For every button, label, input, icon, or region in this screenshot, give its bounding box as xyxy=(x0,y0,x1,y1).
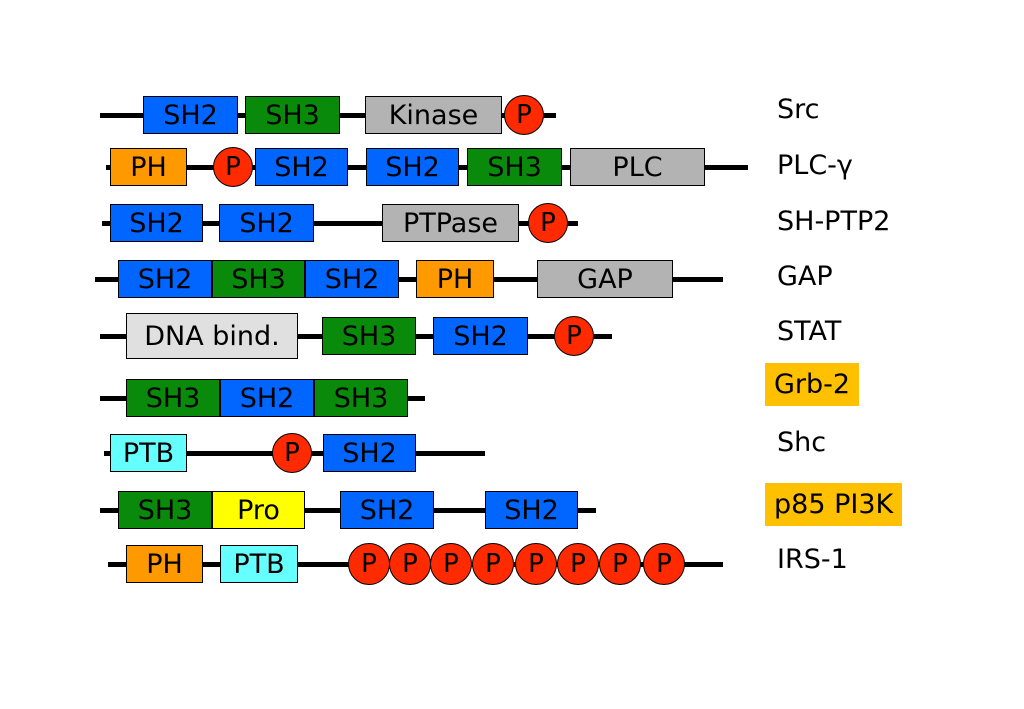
domain-sh2: SH2 xyxy=(118,260,212,298)
domain-ph: PH xyxy=(110,148,187,186)
phospho-site: P xyxy=(554,316,594,356)
domain-ph: PH xyxy=(126,545,203,583)
domain-sh3: SH3 xyxy=(245,96,340,134)
phospho-site: P xyxy=(348,543,390,585)
domain-ph: PH xyxy=(416,260,494,298)
backbone-sh-ptp2 xyxy=(102,220,578,226)
domain-sh2: SH2 xyxy=(110,204,203,242)
domain-sh3: SH3 xyxy=(212,260,305,298)
domain-sh2: SH2 xyxy=(220,379,314,417)
protein-label-p85-pi3k: p85 PI3K xyxy=(765,483,903,526)
domain-plc: PLC xyxy=(570,148,705,186)
phospho-site: P xyxy=(472,543,514,585)
phospho-site: P xyxy=(599,543,641,585)
domain-sh3: SH3 xyxy=(322,317,416,355)
domain-sh2: SH2 xyxy=(305,260,399,298)
domain-sh2: SH2 xyxy=(485,491,578,529)
phospho-site: P xyxy=(528,203,568,243)
protein-label-stat: STAT xyxy=(777,316,842,347)
phospho-site: P xyxy=(557,543,599,585)
phospho-site: P xyxy=(213,147,253,187)
protein-label-sh-ptp2: SH-PTP2 xyxy=(777,206,891,237)
domain-sh2: SH2 xyxy=(219,204,314,242)
phospho-site: P xyxy=(389,543,431,585)
domain-sh2: SH2 xyxy=(255,148,348,186)
domain-sh3: SH3 xyxy=(314,379,408,417)
protein-label-grb-2: Grb-2 xyxy=(765,363,860,406)
domain-sh3: SH3 xyxy=(126,379,220,417)
phospho-site: P xyxy=(643,543,685,585)
domain-dna-bind: DNA bind. xyxy=(126,313,298,359)
domain-ptpase: PTPase xyxy=(382,204,519,242)
protein-label-gap: GAP xyxy=(777,261,833,292)
phospho-site: P xyxy=(515,543,557,585)
domain-gap: GAP xyxy=(537,260,673,298)
domain-kinase: Kinase xyxy=(365,96,502,134)
domain-sh3: SH3 xyxy=(118,491,212,529)
domain-sh2: SH2 xyxy=(366,148,459,186)
protein-label-src: Src xyxy=(777,94,820,125)
protein-label-shc: Shc xyxy=(777,427,827,458)
domain-sh2: SH2 xyxy=(340,491,434,529)
protein-label-irs-1: IRS-1 xyxy=(777,544,848,575)
domain-sh2: SH2 xyxy=(323,434,416,472)
backbone-gap xyxy=(95,276,723,282)
domain-pro: Pro xyxy=(212,491,305,529)
protein-label-plc: PLC-γ xyxy=(777,150,853,181)
phospho-site: P xyxy=(504,95,544,135)
phospho-site: P xyxy=(272,433,312,473)
phospho-site: P xyxy=(430,543,472,585)
domain-sh2: SH2 xyxy=(433,317,528,355)
domain-ptb: PTB xyxy=(110,434,187,472)
domain-ptb: PTB xyxy=(220,545,298,583)
domain-sh2: SH2 xyxy=(143,96,238,134)
domain-sh3: SH3 xyxy=(467,148,562,186)
